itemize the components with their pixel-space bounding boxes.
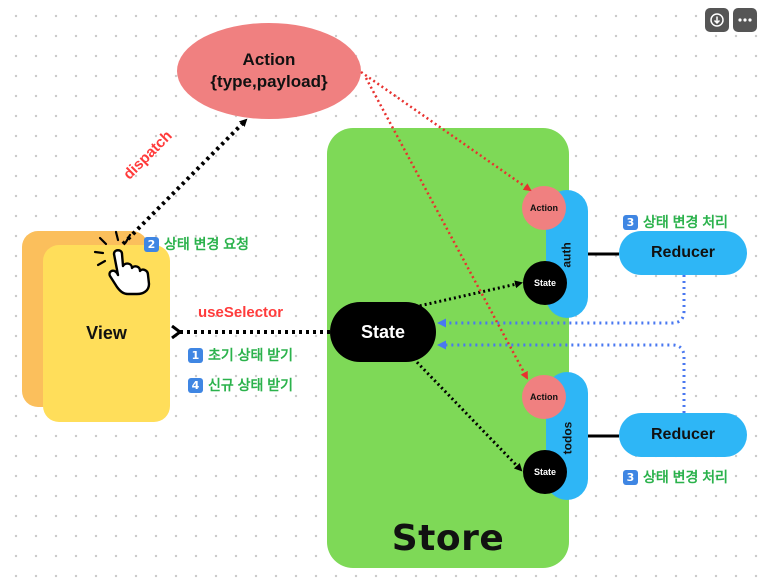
todos-action-label: Action — [530, 392, 558, 402]
reducer-todos-label: Reducer — [650, 426, 716, 443]
store-title: Store — [391, 518, 505, 559]
todos-state-label: State — [533, 467, 556, 477]
state-to-auth-arrow — [409, 280, 523, 310]
action-to-auth-arrow — [360, 70, 532, 192]
action-node: Action {type,payload} — [177, 23, 361, 119]
step3-todos-note: 3 상태 변경 처리 — [623, 467, 728, 487]
state-node: State — [330, 302, 436, 362]
step1-badge: 1 — [188, 347, 203, 363]
step1-note: 1 초기 상태 받기 — [188, 345, 293, 365]
use-selector-label: useSelector — [198, 304, 284, 321]
action-to-todos-arrow — [364, 77, 529, 380]
state-to-todos-arrow — [408, 353, 523, 472]
download-button[interactable] — [705, 8, 729, 32]
hand-click-icon — [93, 230, 151, 296]
auth-action-node: Action — [522, 186, 566, 230]
reducer-todos: Reducer — [619, 413, 747, 457]
step2-note: 2 상태 변경 요청 — [144, 234, 249, 254]
step2-text: 상태 변경 요청 — [164, 236, 250, 252]
reducer-auth-return-arrow — [437, 275, 686, 328]
step4-note: 4 신규 상태 받기 — [188, 375, 293, 395]
auth-state-label: State — [533, 278, 556, 288]
auth-action-label: Action — [530, 203, 558, 213]
todos-action-node: Action — [522, 375, 566, 419]
view-title: View — [86, 323, 127, 343]
more-button[interactable] — [733, 8, 757, 32]
step4-badge: 4 — [188, 377, 203, 393]
step3-todos-text: 상태 변경 처리 — [643, 469, 729, 485]
step2-badge: 2 — [144, 236, 159, 252]
more-icon — [738, 18, 752, 22]
todos-state-node: State — [523, 450, 567, 494]
auth-state-node: State — [523, 261, 567, 305]
action-subtitle: {type,payload} — [210, 72, 328, 91]
step4-text: 신규 상태 받기 — [208, 377, 294, 393]
action-title: Action — [242, 50, 296, 69]
step3-auth-note: 3 상태 변경 처리 — [623, 212, 728, 232]
reducer-auth-label: Reducer — [650, 244, 716, 261]
download-icon — [710, 13, 724, 27]
reducer-auth: Reducer — [619, 231, 747, 275]
state-label: State — [360, 321, 405, 342]
step3-auth-badge: 3 — [623, 214, 638, 230]
step3-auth-text: 상태 변경 처리 — [643, 214, 729, 230]
step1-text: 초기 상태 받기 — [208, 347, 294, 363]
step3-todos-badge: 3 — [623, 469, 638, 485]
reducer-todos-return-arrow — [437, 340, 686, 413]
dispatch-arrow — [121, 118, 248, 246]
